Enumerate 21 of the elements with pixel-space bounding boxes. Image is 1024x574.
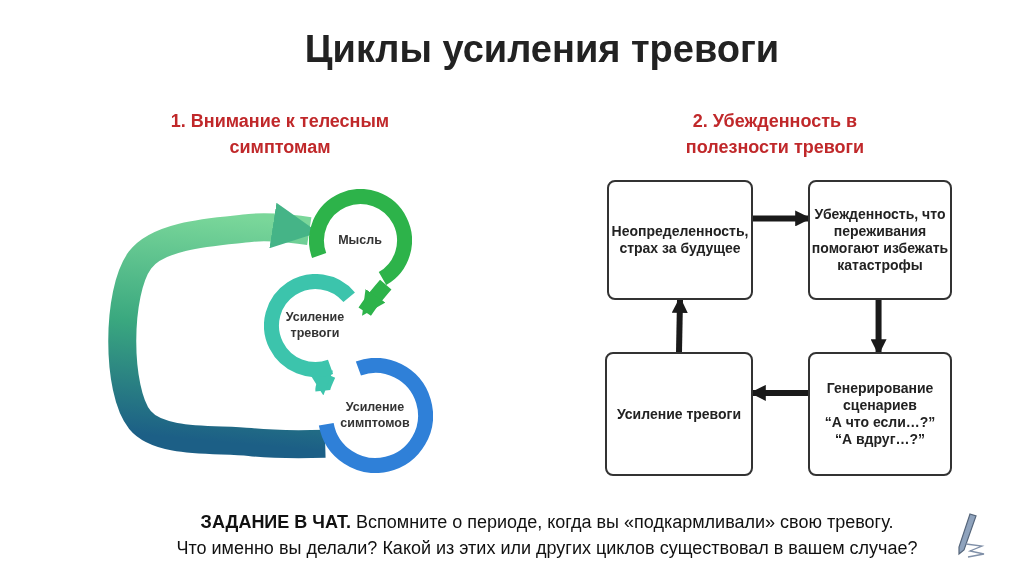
node-text: “А вдруг…?” [835, 431, 925, 448]
node-text: Мысль [338, 232, 382, 248]
node-text: Усиление тревоги [616, 405, 742, 423]
arrow [309, 370, 336, 396]
node-text: Усиление тревоги [284, 309, 346, 341]
arrow [108, 202, 326, 458]
title: Циклы усиления тревоги [303, 28, 781, 71]
node-text: Неопределенность, страх за будущее [610, 223, 750, 257]
arrow [358, 279, 392, 316]
process-box [808, 352, 952, 476]
section-heading: 1. Внимание к телесным симптомам [169, 110, 391, 159]
node-text: Генерирование сценариев [825, 380, 935, 414]
node-text: Усиление симптомов [339, 399, 411, 431]
process-box [808, 180, 952, 300]
process-box [607, 180, 753, 300]
section-heading: 2. Убежденность в полезности тревоги [684, 110, 866, 159]
node-text: “А что если…?” [824, 414, 936, 431]
process-box [605, 352, 753, 476]
task-text: ЗАДАНИЕ В ЧАТ. Вспомните о периоде, когда вы «подкармливали» свою тревогу. [199, 512, 895, 533]
node-text: Убежденность, что переживания помогают избежать катастрофы [810, 206, 950, 274]
question-text: Что именно вы делали? Какой из этих или других циклов существовал в вашем случае? [175, 538, 919, 559]
